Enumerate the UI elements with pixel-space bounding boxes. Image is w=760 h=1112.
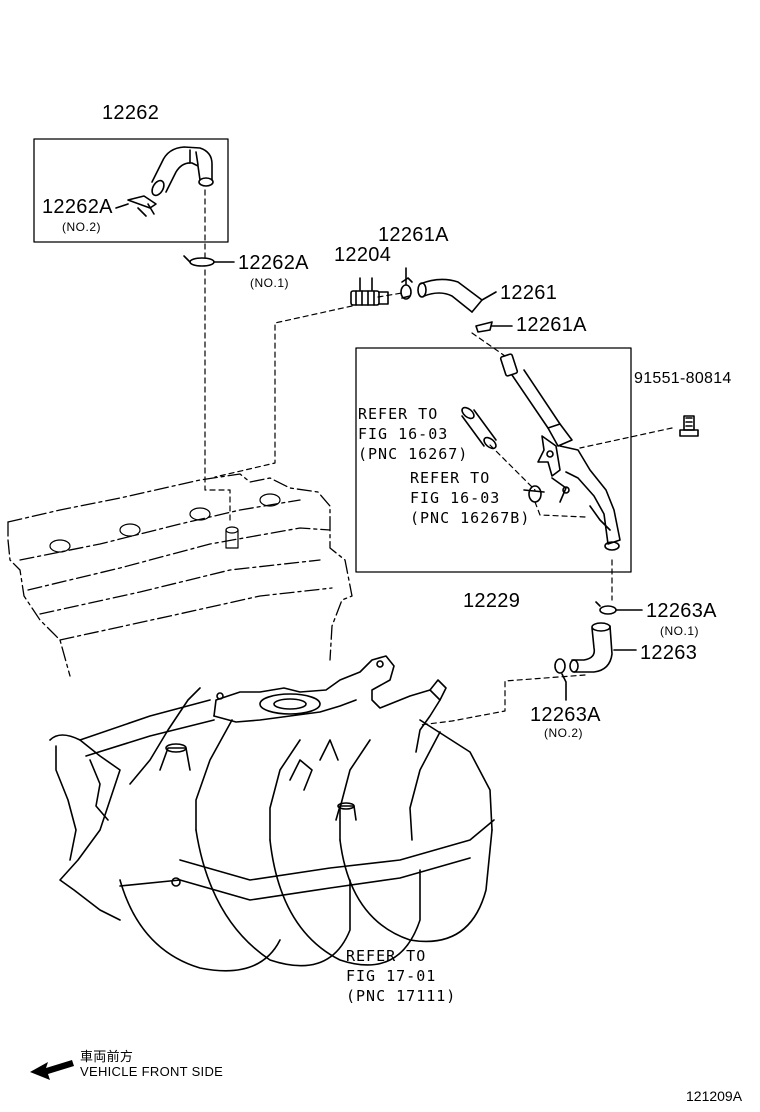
sub-12263a-no2: (NO.2) [544, 726, 583, 740]
kit-box-12262 [33, 138, 229, 243]
ref-line: FIG 16-03 [410, 489, 501, 507]
clip-12262a-no1 [183, 255, 235, 267]
ref-line: FIG 17-01 [346, 967, 437, 985]
hose-12262 [151, 146, 214, 197]
ref-line: (PNC 17111) [346, 987, 457, 1005]
label-12263a-no2: 12263A [530, 704, 601, 726]
label-12229: 12229 [463, 590, 521, 612]
clip-12263a-no2 [554, 658, 567, 701]
direction-japanese: 車両前方 [80, 1050, 134, 1065]
ref-fig-16-03-16267: REFER TO FIG 16-03 (PNC 16267) [358, 404, 468, 464]
engine-head-features [49, 493, 281, 553]
ref-line: REFER TO [346, 947, 427, 965]
label-12261a-top: 12261A [378, 224, 449, 246]
ref-line: REFER TO [358, 405, 439, 423]
label-12263a-no1: 12263A [646, 600, 717, 622]
label-91551: 91551-80814 [634, 370, 732, 387]
label-12263: 12263 [640, 642, 698, 664]
label-12261: 12261 [500, 282, 558, 304]
hose-12261 [417, 278, 497, 313]
label-12261a-bottom: 12261A [516, 314, 587, 336]
ref-line: (PNC 16267) [358, 445, 469, 463]
clip-12261a-bottom [475, 321, 513, 333]
direction-english: VEHICLE FRONT SIDE [80, 1064, 224, 1079]
ref-fig-16-03-16267b: REFER TO FIG 16-03 (PNC 16267B) [410, 468, 530, 528]
clip-ref-16267b [523, 485, 545, 503]
bolt-91551 [679, 415, 699, 437]
label-12262a-no2: 12262A [42, 196, 113, 218]
sub-12263a-no1: (NO.1) [660, 624, 699, 638]
ref-line: (PNC 16267B) [410, 509, 531, 527]
left-arrow-icon [30, 1060, 74, 1080]
figure-id: 121209A [686, 1088, 743, 1104]
sub-12262a-no2: (NO.2) [62, 220, 101, 234]
clip-12263a-no1 [595, 601, 643, 615]
pipe-12229 [499, 353, 621, 551]
label-12204: 12204 [334, 244, 392, 266]
intake-manifold [49, 655, 495, 972]
ref-fig-17-01-17111: REFER TO FIG 17-01 (PNC 17111) [346, 946, 456, 1006]
kit-box-12229 [355, 347, 632, 573]
valve-12204 [350, 277, 389, 306]
clip-12261a-top [400, 267, 413, 300]
label-12262a-no1: 12262A [238, 252, 309, 274]
engine-head-outline [7, 473, 353, 677]
label-12262: 12262 [102, 102, 160, 124]
ref-line: FIG 16-03 [358, 425, 449, 443]
hose-ref-16267 [461, 406, 497, 450]
hose-12263 [569, 622, 637, 673]
sub-12262a-no1: (NO.1) [250, 276, 289, 290]
dashed-leaders [204, 189, 673, 726]
clip-12262a-no2 [115, 195, 157, 217]
ref-line: REFER TO [410, 469, 491, 487]
